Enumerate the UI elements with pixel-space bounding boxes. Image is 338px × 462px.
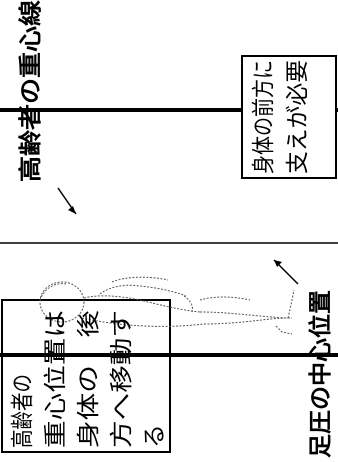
cog-shift-line3: 身体の 後 bbox=[76, 310, 102, 448]
elderly-figure bbox=[39, 276, 295, 335]
front-support-line2: 支えが必要 bbox=[285, 60, 311, 174]
cog-shift-box bbox=[1, 299, 171, 453]
cog-shift-line2: 重心位置は bbox=[43, 310, 69, 448]
cog-shift-line1: 高齢者の bbox=[10, 374, 36, 448]
front-support-line1: 身体の前方に bbox=[251, 60, 277, 174]
front-support-box bbox=[241, 55, 337, 179]
cog-arrow-head bbox=[68, 206, 76, 214]
elderly-cog-label: 高齢者の重心線 bbox=[17, 0, 44, 182]
foot-pressure-label: 足圧の中心位置 bbox=[307, 290, 334, 458]
cog-shift-line4: 方へ移動す bbox=[109, 310, 135, 448]
foot-arrow-head bbox=[274, 260, 282, 267]
cog-shift-line5: る bbox=[142, 424, 168, 448]
